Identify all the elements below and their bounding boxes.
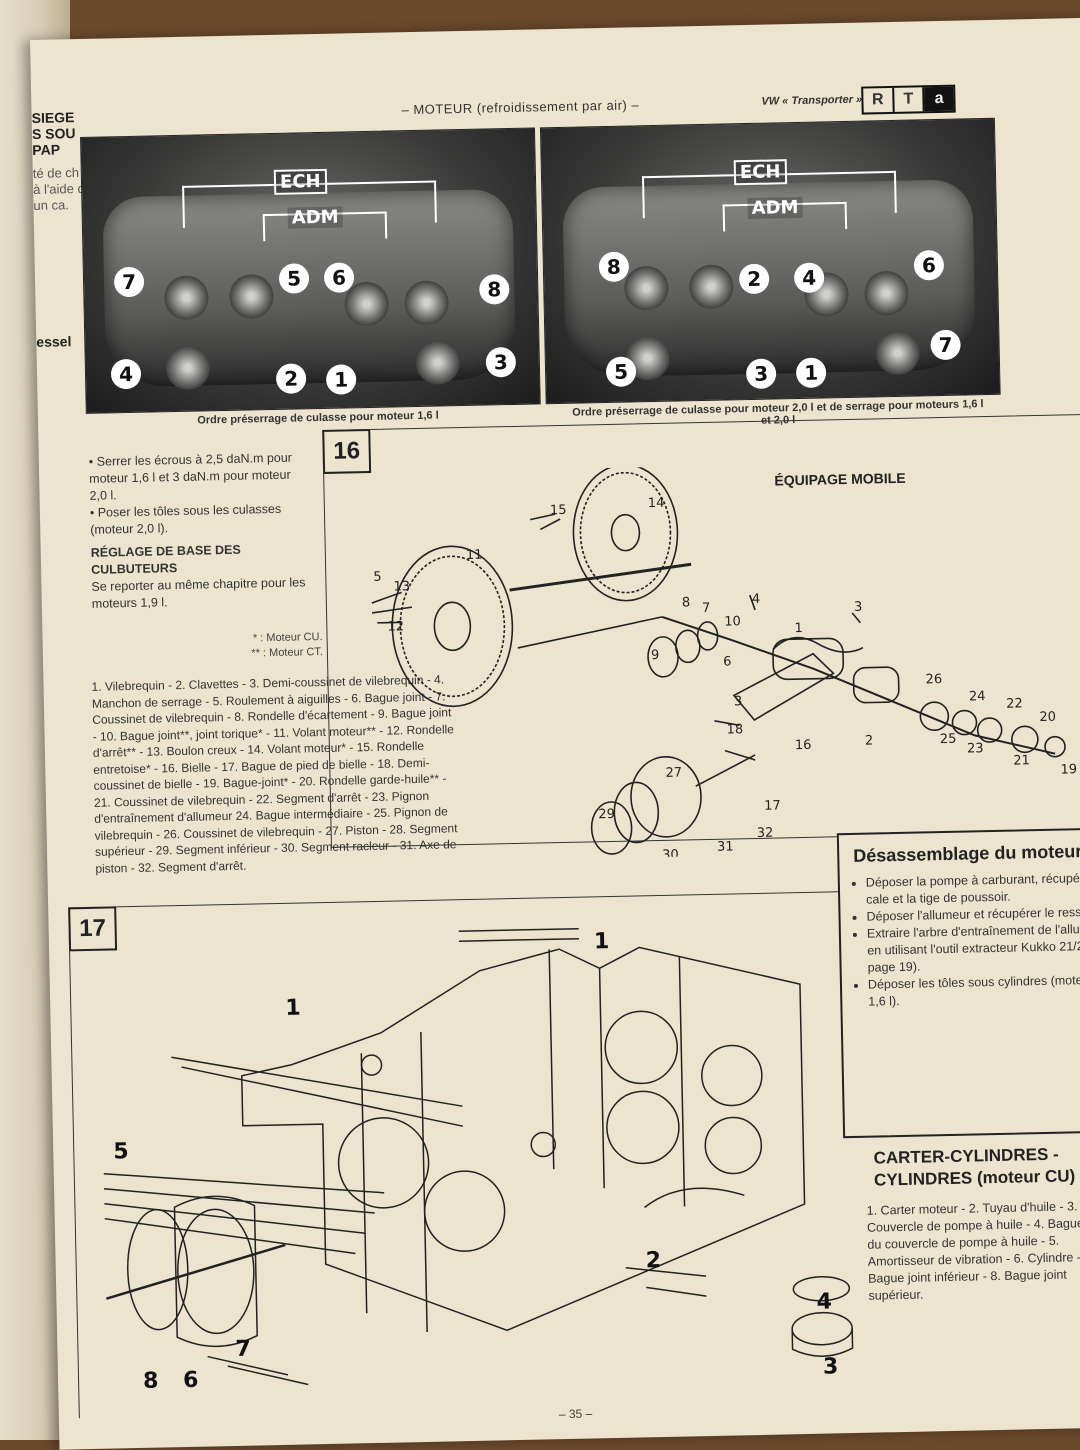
callout: 5 [373, 570, 382, 585]
callout: 3 [823, 1354, 839, 1379]
callout: 25 [940, 732, 957, 747]
bolt-number: 2 [275, 363, 307, 394]
callout: 32 [757, 826, 774, 841]
ech-label: ECH [273, 168, 327, 195]
callout: 8 [682, 595, 691, 610]
adm-label: ADM [747, 196, 803, 220]
tightening-instructions: • Serrer les écrous à 2,5 daN.m pour mot… [89, 449, 312, 613]
callout: 30 [662, 848, 679, 863]
callout: 1 [594, 929, 610, 954]
callout: 19 [1060, 762, 1077, 777]
callout: 23 [967, 741, 984, 756]
callout: 20 [1039, 710, 1056, 725]
bolt-number: 3 [485, 346, 517, 378]
left-edge-heading: SIEGES SOUPAP [31, 109, 76, 158]
callout: 6 [183, 1368, 199, 1393]
callout: 24 [969, 689, 986, 704]
page-header: – MOTEUR (refroidissement par air) – VW … [361, 84, 956, 125]
callout: 10 [724, 614, 741, 629]
desassemblage-steps: Déposer la pompe à carburant, récupérer … [854, 870, 1080, 1011]
callout: 12 [387, 619, 404, 634]
figure-16-number: 16 [322, 428, 372, 474]
callout: 2 [865, 733, 874, 748]
callout: 16 [795, 738, 812, 753]
section-heading-culbuteurs: RÉGLAGE DE BASE DES CULBUTEURS [90, 542, 241, 577]
callout: 26 [925, 672, 942, 687]
callout: 21 [1013, 753, 1030, 768]
header-vehicle: VW « Transporter » [761, 93, 863, 108]
bolt-number: 4 [110, 358, 142, 390]
callout: 9 [651, 648, 660, 663]
callout: 29 [598, 807, 615, 822]
flywheel-11 [391, 545, 514, 708]
flywheel-14 [572, 463, 679, 602]
page-number: – 35 – [558, 1406, 593, 1422]
callout: 31 [717, 839, 734, 854]
bolt-number: 1 [325, 364, 357, 395]
header-title: – MOTEUR (refroidissement par air) – [401, 97, 640, 118]
callout: 5 [113, 1139, 129, 1164]
callout: 14 [648, 496, 665, 511]
callout: 1 [794, 621, 803, 636]
callout: 28 [587, 862, 604, 864]
bolt-number: 3 [745, 358, 777, 390]
callout: 7 [702, 601, 711, 616]
callout: 4 [816, 1289, 832, 1314]
figure-16-notes: * : Moteur CU. ** : Moteur CT. [251, 631, 324, 660]
carter-title: CARTER-CYLINDRES - CYLINDRES (moteur CU) [873, 1144, 1076, 1190]
callout: 15 [550, 503, 567, 518]
callout: 4 [752, 592, 761, 607]
bolt-number: 5 [605, 356, 637, 388]
callout: 2 [645, 1248, 661, 1273]
bolt-number: 7 [930, 329, 961, 361]
callout: 13 [393, 579, 410, 594]
desassemblage-box: Désassemblage du moteur Déposer la pompe… [836, 827, 1080, 1139]
callout: 17 [764, 798, 781, 813]
ech-label: ECH [733, 159, 787, 186]
callout: 1 [285, 996, 301, 1021]
left-edge-body: té de ch à l'aide d un ca. [32, 165, 85, 213]
callout: 3 [854, 600, 863, 615]
rta-logo: R T a [861, 84, 956, 115]
figure-17-exploded-crankcase: 1 1 5 2 4 3 8 6 7 [78, 903, 859, 1429]
callout: 22 [1006, 696, 1023, 711]
carter-legend: 1. Carter moteur - 2. Tuyau d'huile - 3.… [866, 1199, 1080, 1303]
manual-page: SIEGES SOUPAP té de ch à l'aide d un ca.… [30, 17, 1080, 1450]
figure-16-exploded-crankshaft: 14 15 11 5 13 12 8 7 4 3 10 9 6 1 26 24 … [329, 458, 1080, 878]
adm-label: ADM [287, 206, 343, 229]
callout: 3 [734, 694, 743, 709]
photo-cylinder-head-1-6: ECH ADM 7 5 6 8 4 2 1 3 [80, 127, 541, 414]
callout: 6 [723, 654, 732, 669]
photo-cylinder-head-2-0: ECH ADM 8 2 4 6 5 3 1 7 [539, 117, 1001, 405]
callout: 27 [665, 766, 682, 781]
bolt-number: 1 [795, 357, 827, 389]
callout: 8 [143, 1369, 159, 1394]
left-edge-heading-2: essel [36, 333, 72, 350]
callout: 7 [235, 1337, 251, 1362]
callout: 18 [726, 722, 743, 737]
callout: 11 [466, 548, 483, 563]
desassemblage-title: Désassemblage du moteur [853, 841, 1080, 866]
